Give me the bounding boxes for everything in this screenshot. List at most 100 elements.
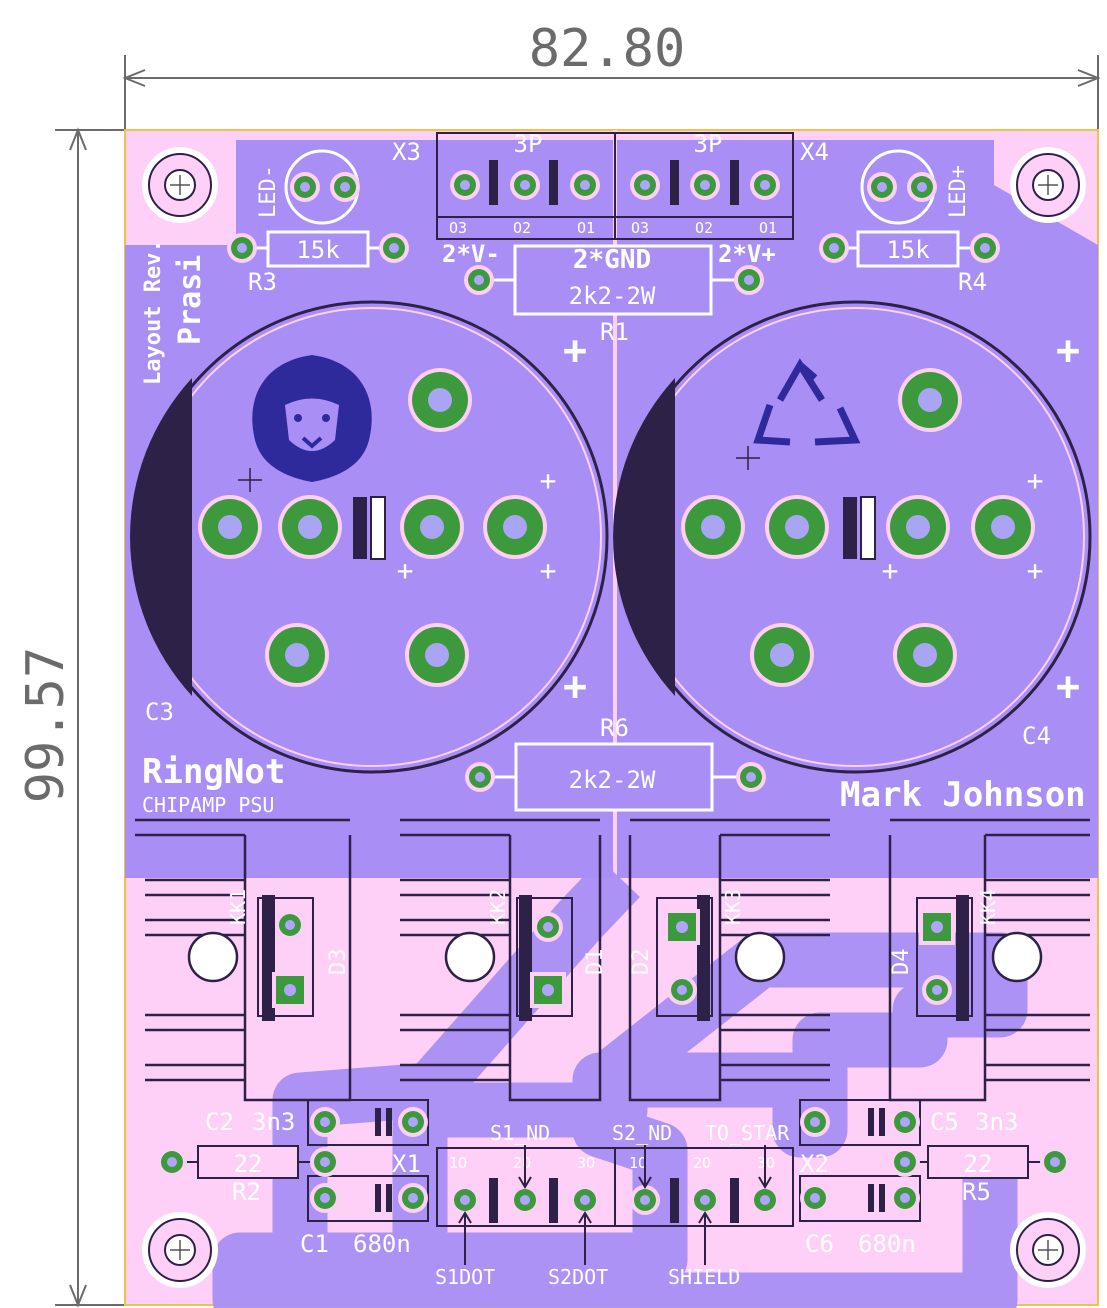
- d2-ref: D2: [629, 949, 654, 976]
- x2-pin-label: 2O: [693, 1154, 711, 1172]
- capacitor-c5: C5 3n3: [799, 1099, 1018, 1146]
- kk2-ref: KK2: [486, 889, 510, 925]
- capacitor-c2: C2 3n3: [205, 1099, 429, 1146]
- v-plus-label: 2*V+: [718, 240, 776, 268]
- svg-text:+: +: [540, 554, 557, 587]
- c6-ref: C6: [805, 1230, 834, 1258]
- shield-label: SHIELD: [668, 1265, 740, 1289]
- r5-ref: R5: [962, 1178, 991, 1206]
- r4-ref: R4: [958, 268, 987, 296]
- x4-ref: X4: [800, 138, 829, 166]
- x2-ref: X2: [800, 1150, 829, 1178]
- x2-pin-label: 1O: [629, 1154, 647, 1172]
- resistor-r5: 22 R5: [890, 1145, 1070, 1206]
- x1-ref: X1: [392, 1150, 421, 1178]
- svg-text:+: +: [540, 464, 557, 497]
- resistor-r4: 15k R4: [819, 230, 1000, 296]
- x1-pin-label: 2O: [513, 1154, 531, 1172]
- diode-d4: D4: [889, 895, 973, 1021]
- lion-logo: [252, 355, 372, 482]
- r6-ref: R6: [600, 714, 629, 742]
- s1-nd-label: S1_ND: [490, 1121, 550, 1145]
- led-minus: LED-: [256, 149, 360, 225]
- c2-ref: C2: [205, 1108, 234, 1136]
- svg-text:+: +: [1056, 328, 1080, 374]
- resistor-r3: 15k R3: [227, 230, 409, 296]
- c5-ref: C5: [930, 1108, 959, 1136]
- capacitor-c6: C6 680n: [799, 1175, 921, 1258]
- copper-trace-ground: [212, 859, 1028, 1308]
- d1-ref: D1: [583, 949, 608, 976]
- capacitor-c1: C1 680n: [300, 1175, 429, 1258]
- kk3-ref: KK3: [721, 889, 745, 925]
- dimension-height-label: 99.57: [16, 647, 76, 804]
- diode-d2: D2: [629, 895, 713, 1021]
- heatsink-kk3: KK3: [628, 818, 830, 1102]
- x4-pin-label: O1: [759, 219, 777, 237]
- diode-d3: D3: [257, 895, 351, 1021]
- x4-type: 3P: [694, 130, 723, 158]
- s2-nd-label: S2_ND: [612, 1121, 672, 1145]
- resistor-r1: 2*GND 2k2-2W R1 2*V- 2*V+: [442, 240, 776, 346]
- s2dot-label: S2DOT: [548, 1265, 608, 1289]
- svg-text:+: +: [1027, 464, 1044, 497]
- heatsink-kk4: KK4: [888, 818, 1090, 1102]
- dimension-width-label: 82.80: [529, 19, 686, 79]
- capacitor-c4: + + + + + C4: [613, 300, 1092, 774]
- led-minus-label: LED-: [256, 165, 281, 218]
- mounting-hole-br: [1009, 1211, 1087, 1289]
- connector-x2: X2 1O 2O 3O: [614, 1147, 829, 1227]
- dimension-height: 99.57: [16, 127, 125, 1308]
- capacitor-c3: + + + + + C3: [130, 300, 609, 774]
- x3-pin-label: O1: [577, 219, 595, 237]
- x1-pin-label: 1O: [449, 1154, 467, 1172]
- c6-value: 680n: [858, 1230, 916, 1258]
- r2-value: 22: [234, 1150, 263, 1178]
- svg-text:+: +: [563, 664, 587, 710]
- c5-value: 3n3: [975, 1108, 1018, 1136]
- r3-ref: R3: [248, 268, 277, 296]
- resistor-r2: 22 R2: [157, 1145, 340, 1206]
- c3-ref: C3: [145, 698, 174, 726]
- c2-value: 3n3: [252, 1108, 295, 1136]
- dimension-width: 82.80: [122, 19, 1101, 130]
- c4-ref: C4: [1022, 722, 1051, 750]
- x1-pin-label: 3O: [577, 1154, 595, 1172]
- board-author: Mark Johnson: [840, 775, 1086, 815]
- c1-value: 680n: [353, 1230, 411, 1258]
- gnd-label: 2*GND: [573, 245, 651, 275]
- resistor-r6: 2k2-2W R6: [465, 714, 766, 812]
- led-plus-label: LED+: [946, 165, 971, 218]
- led-plus: LED+: [860, 149, 971, 225]
- d4-ref: D4: [889, 949, 914, 976]
- x4-pin-label: O2: [695, 219, 713, 237]
- layout-credit: Layout Rev.: [141, 239, 166, 385]
- heatsink-kk1: KK1: [135, 818, 352, 1102]
- c1-ref: C1: [300, 1230, 329, 1258]
- svg-text:+: +: [397, 554, 414, 587]
- connector-x3: X3 3P O3 O2 O1: [392, 130, 616, 240]
- recycle-logo: [753, 358, 861, 446]
- x3-pin-label: O3: [449, 219, 467, 237]
- r6-value: 2k2-2W: [569, 766, 656, 794]
- r1-value: 2k2-2W: [569, 282, 656, 310]
- mounting-hole-bl: [141, 1211, 219, 1289]
- r1-ref: R1: [600, 318, 629, 346]
- board-subtitle: CHIPAMP PSU: [142, 793, 274, 817]
- x3-ref: X3: [392, 138, 421, 166]
- kk1-ref: KK1: [226, 889, 250, 925]
- svg-text:+: +: [563, 328, 587, 374]
- kk4-ref: KK4: [976, 889, 1000, 925]
- x3-pin-label: O2: [513, 219, 531, 237]
- mounting-hole-tr: [1009, 146, 1087, 224]
- connector-x1: X1 1O 2O 3O: [392, 1147, 616, 1227]
- svg-text:+: +: [1056, 664, 1080, 710]
- s1dot-label: S1DOT: [435, 1265, 495, 1289]
- r3-value: 15k: [296, 236, 340, 264]
- board-title: RingNot: [142, 752, 285, 792]
- x3-type: 3P: [514, 130, 543, 158]
- diode-d1: D1: [516, 895, 608, 1021]
- mounting-hole-tl: [141, 146, 219, 224]
- to-star-label: TO_STAR: [705, 1121, 790, 1145]
